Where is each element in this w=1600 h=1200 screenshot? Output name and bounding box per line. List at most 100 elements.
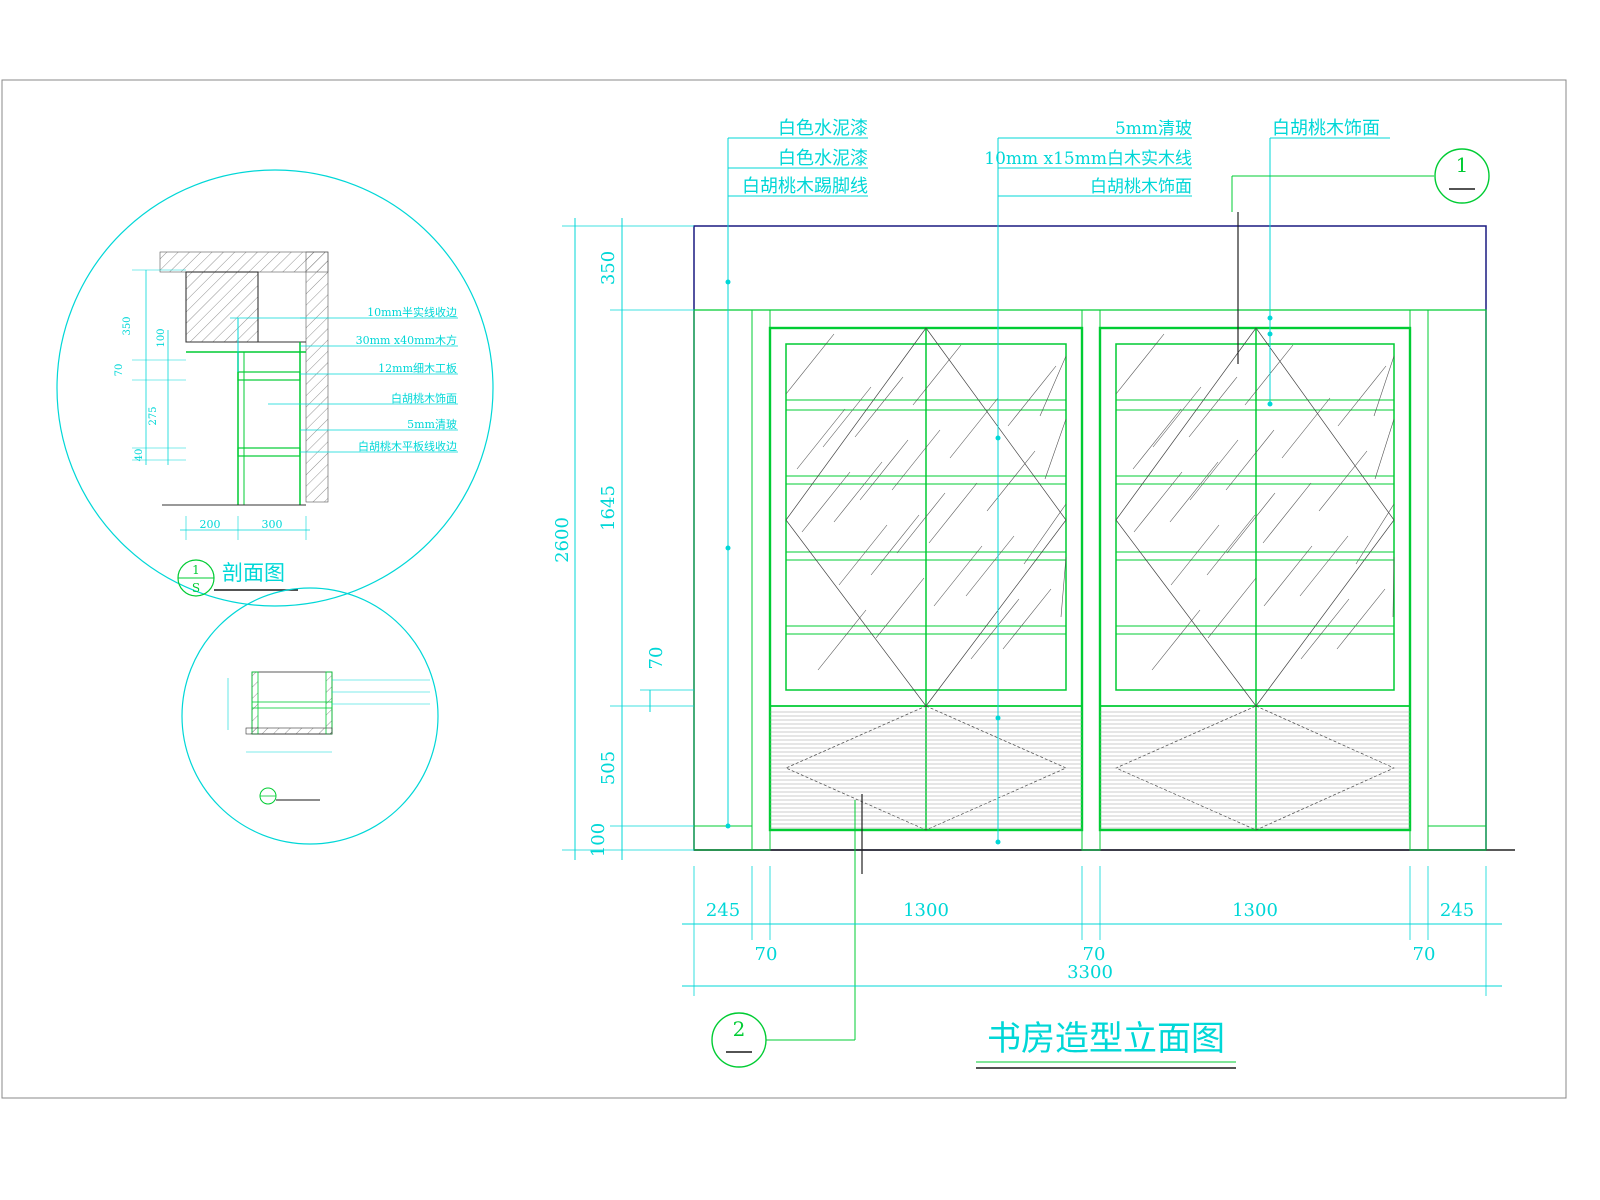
glass-hatch-stroke xyxy=(1132,408,1182,470)
glass-hatch-stroke xyxy=(870,514,920,576)
glass-hatch-stroke xyxy=(1225,429,1275,491)
dim-v-glass: 1645 xyxy=(598,485,619,531)
glass-hatch-stroke xyxy=(1060,556,1067,618)
glass-hatch-stroke xyxy=(1170,524,1220,586)
glass-hatch-stroke xyxy=(1189,439,1239,501)
glass-hatch-stroke xyxy=(1336,588,1386,650)
dim-v-skirting: 100 xyxy=(588,823,609,857)
glass-hatch-stroke xyxy=(891,429,941,491)
section-detail xyxy=(56,169,494,607)
glass-hatch-stroke xyxy=(859,439,909,501)
glass-hatch-stroke xyxy=(965,535,1015,597)
glass-hatch-stroke xyxy=(801,471,851,533)
glass-hatch-stroke xyxy=(1188,376,1238,438)
glass-hatch-stroke xyxy=(1355,503,1395,565)
section-marker-top: 1 xyxy=(192,563,200,577)
callout-right-0: 白胡桃木饰面 xyxy=(1272,118,1380,139)
small-section-detail xyxy=(181,587,439,845)
glass-hatch-stroke xyxy=(1115,333,1165,395)
glass-hatch-stroke xyxy=(838,524,888,586)
glass-hatch-stroke xyxy=(1133,471,1183,533)
section-note-1: 30mm x40mm木方 xyxy=(356,333,457,347)
callout-mid-2: 白胡桃木饰面 xyxy=(1090,177,1192,197)
section-note-4: 5mm清玻 xyxy=(407,418,457,431)
section-dim-h-1: 300 xyxy=(262,518,283,531)
callout-left-1: 白色水泥漆 xyxy=(778,148,868,169)
callout-left-2: 白胡桃木踢脚线 xyxy=(742,176,868,197)
glass-hatch-stroke xyxy=(854,376,904,438)
elevation-marker-2: 2 xyxy=(733,1017,746,1041)
elevation-drawing xyxy=(562,137,1515,1069)
wall-outline xyxy=(693,225,1487,851)
section-dim-v-1: 100 xyxy=(156,328,167,347)
dim-h-1300-right: 1300 xyxy=(1232,900,1278,921)
glass-hatch-stroke xyxy=(1373,355,1395,417)
dim-h-overall: 3300 xyxy=(1067,962,1113,983)
dim-h-70-a: 70 xyxy=(755,944,778,965)
callout-mid-1: 10mm x15mm白木实木线 xyxy=(984,149,1192,169)
glass-hatch-stroke xyxy=(986,450,1036,512)
glass-hatch-stroke xyxy=(1337,365,1387,427)
dim-v-base-panel: 505 xyxy=(598,751,619,785)
glass-hatch-stroke xyxy=(1169,461,1219,523)
dim-v-rail: 70 xyxy=(646,647,667,670)
section-title: 剖面图 xyxy=(222,561,285,585)
glass-hatch-stroke xyxy=(1300,598,1350,660)
glass-hatch-stroke xyxy=(1002,588,1052,650)
glass-hatch-stroke xyxy=(970,598,1020,660)
section-dim-v-3: 275 xyxy=(148,406,159,425)
door-left xyxy=(768,326,1084,832)
glass-hatch-stroke xyxy=(1263,545,1313,607)
section-dim-h-0: 200 xyxy=(200,518,221,531)
dim-h-245-right: 245 xyxy=(1440,900,1474,921)
section-dim-v-2: 70 xyxy=(114,364,125,377)
glass-hatch-stroke xyxy=(1151,609,1201,671)
door-right xyxy=(1098,326,1412,832)
glass-hatch-stroke xyxy=(817,609,867,671)
glass-hatch-stroke xyxy=(949,397,999,459)
glass-hatch-stroke xyxy=(1023,503,1067,565)
glass-hatch-stroke xyxy=(1152,386,1202,448)
glass-hatch-stroke xyxy=(933,545,983,607)
section-dim-v-4: 40 xyxy=(134,449,145,462)
section-marker-bottom: S xyxy=(192,581,200,595)
section-dim-v-0: 350 xyxy=(122,316,133,335)
glass-hatch-stroke xyxy=(1044,418,1067,480)
section-marker xyxy=(177,559,298,597)
glass-hatch-stroke xyxy=(785,333,835,395)
section-note-5: 白胡桃木平板线收边 xyxy=(358,439,457,453)
glass-hatch-stroke xyxy=(1392,556,1395,618)
elevation-marker-1: 1 xyxy=(1456,153,1469,177)
glass-hatch-stroke xyxy=(928,482,978,544)
drawing-title: 书房造型立面图 xyxy=(987,1019,1225,1059)
glass-hatch-stroke xyxy=(896,492,946,554)
dim-h-1300-left: 1300 xyxy=(903,900,949,921)
glass-hatch-stroke xyxy=(1281,397,1331,459)
callout-left-0: 白色水泥漆 xyxy=(778,118,868,139)
glass-hatch-stroke xyxy=(1207,577,1257,639)
glass-hatch-stroke xyxy=(796,408,846,470)
base-louvers xyxy=(770,711,1410,829)
glass-hatch-stroke xyxy=(875,577,925,639)
glass-hatch-stroke xyxy=(1299,535,1349,597)
dim-h-70-b: 70 xyxy=(1083,944,1106,965)
dim-h-70-c: 70 xyxy=(1413,944,1436,965)
glass-hatch xyxy=(785,333,1395,671)
glass-hatch-stroke xyxy=(1318,450,1368,512)
glass-hatch-stroke xyxy=(822,386,872,448)
section-note-3: 白胡桃木饰面 xyxy=(391,391,457,405)
dim-h-245-left: 245 xyxy=(706,900,740,921)
callout-mid-0: 5mm清玻 xyxy=(1115,119,1192,139)
glass-hatch-stroke xyxy=(1262,482,1312,544)
glass-hatch-stroke xyxy=(833,461,883,523)
section-note-0: 10mm半实线收边 xyxy=(367,305,457,319)
section-circle xyxy=(56,169,494,607)
glass-hatch-stroke xyxy=(1206,514,1256,576)
dim-v-overall: 2600 xyxy=(552,517,573,563)
glass-hatch-stroke xyxy=(1039,355,1067,417)
glass-hatch-stroke xyxy=(1374,418,1395,480)
section-note-2: 12mm细木工板 xyxy=(378,361,457,375)
sheet-border xyxy=(1,79,1567,1099)
glass-hatch-stroke xyxy=(1244,344,1294,406)
